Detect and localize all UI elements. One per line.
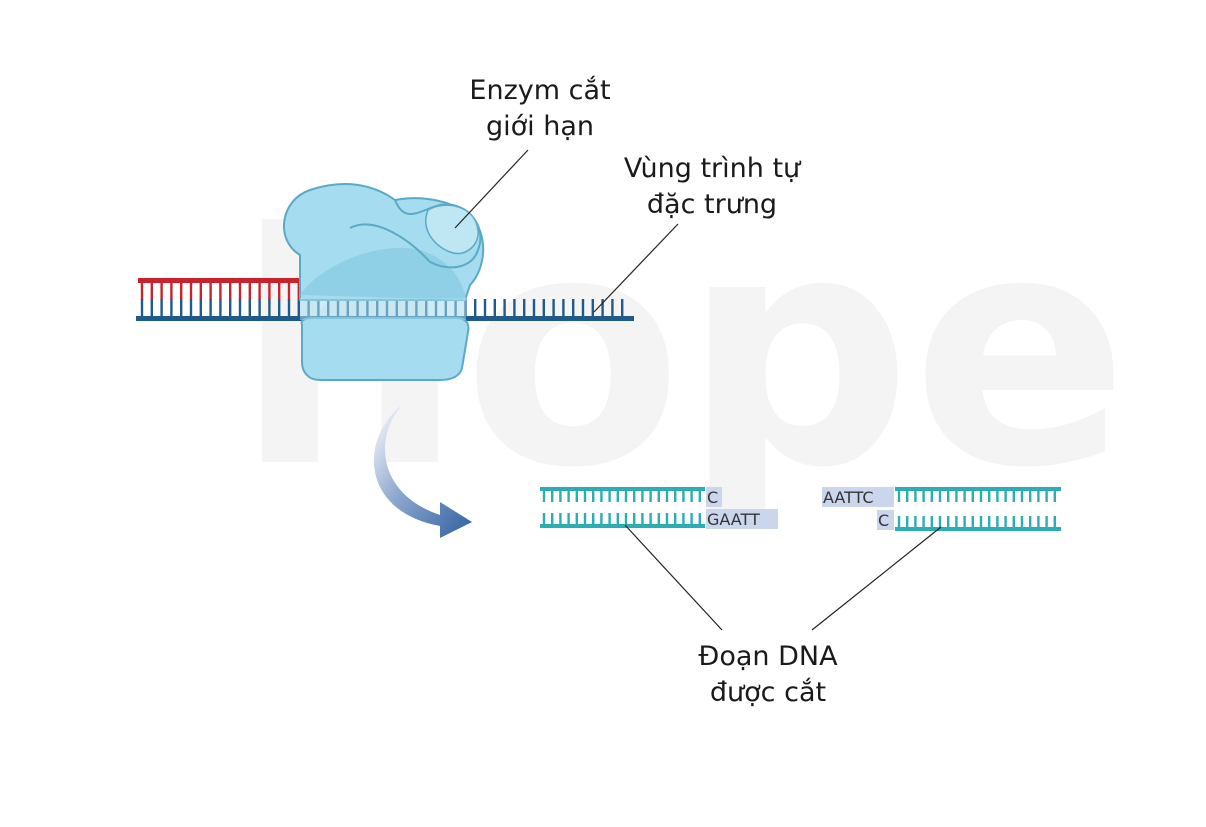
- enzyme-pointer-line: [454, 149, 529, 229]
- enzyme-label-line-1: Enzym cắt: [469, 75, 611, 106]
- enzyme-top-lobe: [349, 199, 482, 269]
- fragments-label-line-1: Đoạn DNA: [698, 641, 838, 672]
- left-top-sequence: C: [707, 488, 718, 507]
- right-bottom-sequence: C: [878, 511, 889, 530]
- right-bottom-strand: [895, 527, 1061, 531]
- left-bottom-sticky-bg: [706, 509, 778, 529]
- right-fragment-bases: [897, 491, 1057, 527]
- right-top-strand: [895, 487, 1061, 491]
- right-top-sticky-bg: [822, 487, 894, 507]
- left-dna-fragment: C GAATT: [540, 487, 778, 529]
- site-label: Vùng trình tự đặc trưng: [597, 151, 827, 223]
- left-bottom-strand: [540, 524, 705, 528]
- fragments-label: Đoạn DNA được cắt: [658, 639, 878, 711]
- right-bottom-sticky-bg: [877, 510, 894, 530]
- site-label-line-2: đặc trưng: [646, 189, 778, 220]
- restriction-enzyme: [283, 183, 485, 381]
- left-bottom-sequence: GAATT: [707, 510, 760, 529]
- left-fragment-bases: [542, 491, 701, 524]
- fragment-pointer-left: [624, 524, 723, 631]
- enzyme-inner-lobe: [300, 247, 466, 300]
- enzyme-connector: [300, 298, 466, 320]
- left-top-sticky-bg: [706, 487, 722, 507]
- enzyme-label: Enzym cắt giới hạn: [440, 73, 640, 145]
- fragment-pointer-right: [811, 526, 942, 631]
- process-arrow-icon: [373, 405, 472, 538]
- dna-top-strand-red: [138, 278, 333, 283]
- enzyme-lower-body: [300, 317, 470, 381]
- right-dna-fragment: AATTC C: [822, 487, 1061, 531]
- site-pointer-line: [593, 223, 679, 313]
- enzyme-label-line-2: giới hạn: [485, 111, 594, 142]
- right-top-sequence: AATTC: [823, 488, 874, 507]
- site-label-line-1: Vùng trình tự: [623, 153, 801, 184]
- fragments-label-line-2: được cắt: [709, 677, 827, 708]
- left-top-strand: [540, 487, 705, 491]
